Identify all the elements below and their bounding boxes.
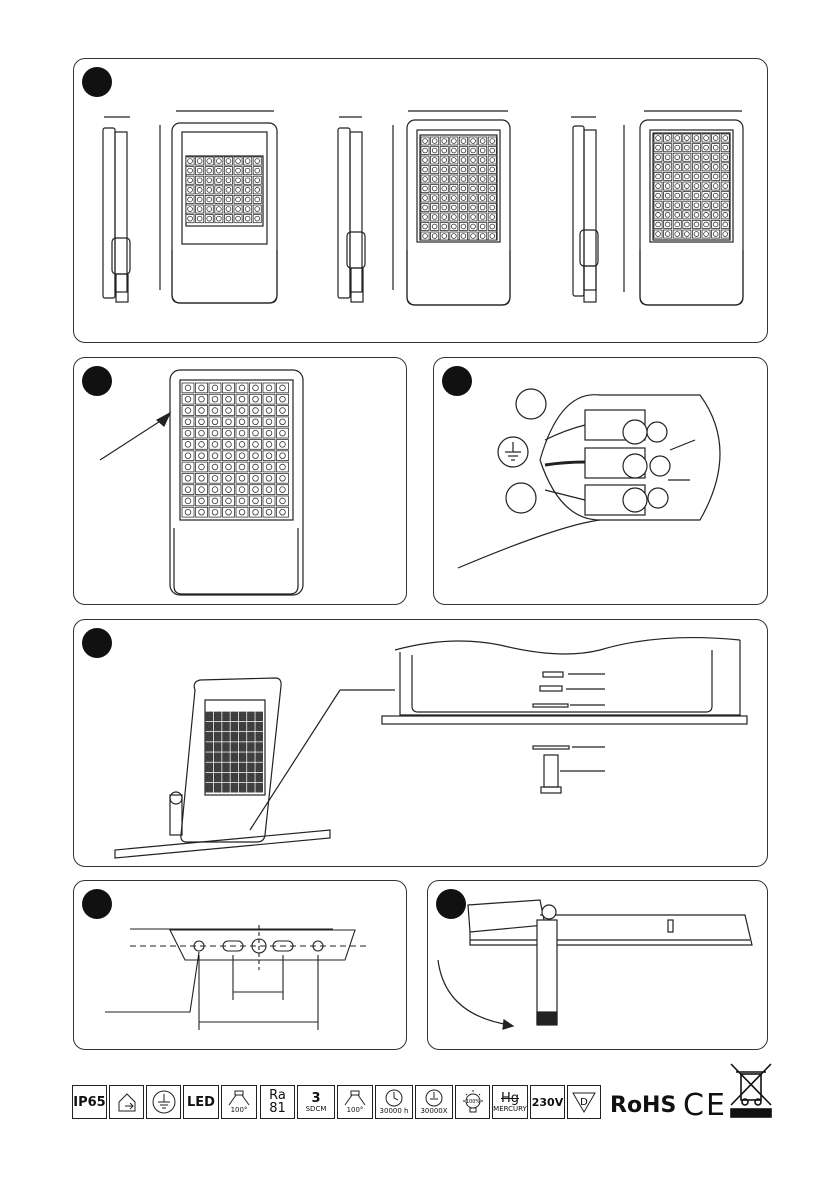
mercury-free-icon: Hg MERCURY <box>492 1085 528 1119</box>
step-marker-5 <box>82 889 112 919</box>
step-marker-2 <box>82 366 112 396</box>
rohs-logo: RoHS <box>610 1093 676 1118</box>
step-marker-4 <box>82 628 112 658</box>
voltage-icon: 230V <box>530 1085 565 1119</box>
lifetime-icon: 30000 h <box>375 1085 413 1119</box>
led-icon: LED <box>183 1085 219 1119</box>
beam-angle-icon-2: 100° <box>337 1085 373 1119</box>
panel-drilling <box>73 880 407 1050</box>
panel-mounting <box>73 619 768 867</box>
ip-rating-icon: IP65 <box>72 1085 107 1119</box>
power-switch-icon <box>425 1089 443 1107</box>
clock-icon <box>385 1089 403 1107</box>
step-marker-6 <box>436 889 466 919</box>
panel-dimensions <box>73 58 768 343</box>
svg-text:D: D <box>580 1097 588 1108</box>
earth-ground-icon <box>146 1085 181 1119</box>
house-arrow-icon <box>115 1091 139 1113</box>
instant-light-icon: 100% <box>455 1085 490 1119</box>
step-marker-1 <box>82 67 112 97</box>
bulb-icon: 100% <box>460 1089 486 1115</box>
cri-icon: Ra 81 <box>260 1085 295 1119</box>
d-mark-icon: D <box>567 1085 601 1119</box>
svg-text:100%: 100% <box>465 1099 480 1105</box>
triangle-d-icon: D <box>571 1090 597 1114</box>
beam-angle-icon: 100° <box>221 1085 257 1119</box>
panel-tilting <box>427 880 768 1050</box>
panel-lens-cleaning <box>73 357 407 605</box>
indoor-outdoor-icon <box>109 1085 144 1119</box>
switching-cycles-icon: 30000X <box>415 1085 453 1119</box>
ce-mark: CE <box>683 1088 727 1123</box>
color-consistency-icon: 3 SDCM <box>297 1085 335 1119</box>
panel-wiring <box>433 357 768 605</box>
step-marker-3 <box>442 366 472 396</box>
